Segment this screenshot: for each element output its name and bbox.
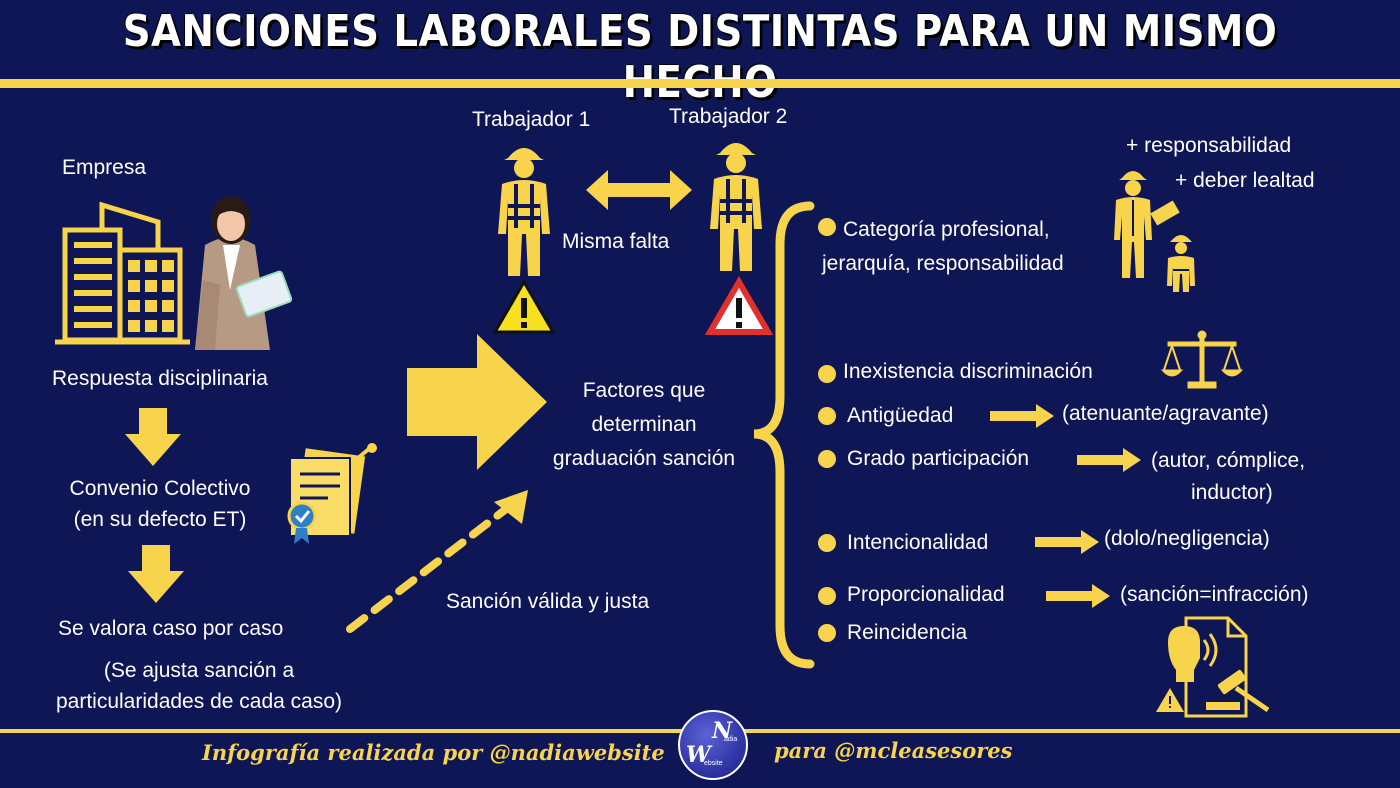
legal-complaint-icon	[1156, 616, 1270, 718]
right-arrow-icon	[1046, 584, 1110, 608]
antiguedad-label: Antigüedad	[847, 404, 954, 427]
mas-responsabilidad-label: + responsabilidad	[1126, 134, 1292, 157]
dashed-arrow-icon	[346, 490, 528, 633]
convenio-colectivo-label: Convenio Colectivo (en su defecto ET)	[40, 473, 280, 535]
credit-right: para @mcleasesores	[774, 738, 1013, 763]
misma-falta-label: Misma falta	[562, 230, 670, 253]
top-divider	[0, 79, 1400, 88]
down-arrow-icon	[125, 408, 181, 466]
respuesta-disciplinaria-label: Respuesta disciplinaria	[52, 367, 268, 390]
certificate-icon	[287, 443, 377, 544]
convenio-line-2: (en su defecto ET)	[73, 508, 247, 531]
page-title: SANCIONES LABORALES DISTINTAS PARA UN MI…	[122, 6, 1278, 108]
logo-letter-n: N	[712, 718, 733, 744]
bullet-dot	[818, 534, 836, 552]
warning-red-icon	[704, 276, 774, 335]
reincidencia-label: Reincidencia	[847, 621, 968, 644]
bullet-dot	[818, 587, 836, 605]
factores-label: Factores que determinan graduación sanci…	[528, 374, 760, 476]
categoria-line-1: Categoría profesional,	[843, 218, 1050, 241]
factores-line-3: graduación sanción	[552, 447, 736, 470]
right-arrow-icon	[1035, 530, 1099, 554]
bullet-dot	[818, 450, 836, 468]
logo-letter-w: W	[686, 742, 711, 768]
factores-line-1: Factores que	[582, 379, 706, 402]
grado-result-2: inductor)	[1191, 481, 1273, 504]
credit-left: Infografía realizada por @nadiawebsite	[202, 740, 665, 765]
down-arrow-icon	[128, 545, 184, 603]
proporcionalidad-label: Proporcionalidad	[847, 583, 1005, 606]
proporcionalidad-result: (sanción=infracción)	[1120, 583, 1309, 606]
right-arrow-icon	[1077, 448, 1141, 472]
mas-deber-lealtad-label: + deber lealtad	[1175, 169, 1315, 192]
ajusta-line-1: (Se ajusta sanción a	[103, 659, 295, 682]
trabajador-2-label: Trabajador 2	[669, 105, 788, 128]
convenio-line-1: Convenio Colectivo	[69, 477, 251, 500]
grado-result-1: (autor, cómplice,	[1151, 449, 1306, 472]
grado-participacion-label: Grado participación	[847, 447, 1030, 470]
ajusta-sancion-label: (Se ajusta sanción a particularidades de…	[14, 655, 384, 717]
bullet-dot	[818, 365, 836, 383]
intencionalidad-label: Intencionalidad	[847, 531, 989, 554]
factores-line-2: determinan	[591, 413, 697, 436]
valora-caso-label: Se valora caso por caso	[58, 617, 284, 640]
bullet-dot	[818, 624, 836, 642]
logo-small-text-1: adia	[724, 736, 738, 743]
worker-1-icon	[498, 148, 550, 276]
curly-brace	[753, 201, 815, 669]
categoria-line-2: jerarquía, responsabilidad	[822, 252, 1064, 275]
sancion-valida-label: Sanción válida y justa	[446, 590, 650, 613]
double-arrow-icon	[586, 170, 692, 210]
trabajador-1-label: Trabajador 1	[472, 108, 591, 131]
intencionalidad-result: (dolo/negligencia)	[1104, 527, 1270, 550]
bullet-dot	[818, 407, 836, 425]
nadia-website-logo: N W adia ebsite	[678, 710, 748, 780]
businesswoman-icon	[195, 196, 293, 350]
inexistencia-label: Inexistencia discriminación	[843, 360, 1093, 383]
warning-yellow-icon	[492, 279, 556, 334]
worker-2-icon	[710, 143, 762, 271]
empresa-label: Empresa	[62, 156, 147, 179]
right-arrow-icon	[990, 404, 1054, 428]
building-icon	[55, 201, 190, 345]
bullet-dot	[818, 218, 836, 236]
scales-icon	[1160, 330, 1244, 389]
big-right-arrow-icon	[407, 334, 547, 470]
boss-worker-icon	[1114, 171, 1195, 292]
logo-small-text-2: ebsite	[704, 760, 723, 767]
antiguedad-result: (atenuante/agravante)	[1062, 402, 1269, 425]
categoria-label: Categoría profesional, jerarquía, respon…	[822, 213, 1064, 281]
ajusta-line-2: particularidades de cada caso)	[55, 690, 342, 713]
